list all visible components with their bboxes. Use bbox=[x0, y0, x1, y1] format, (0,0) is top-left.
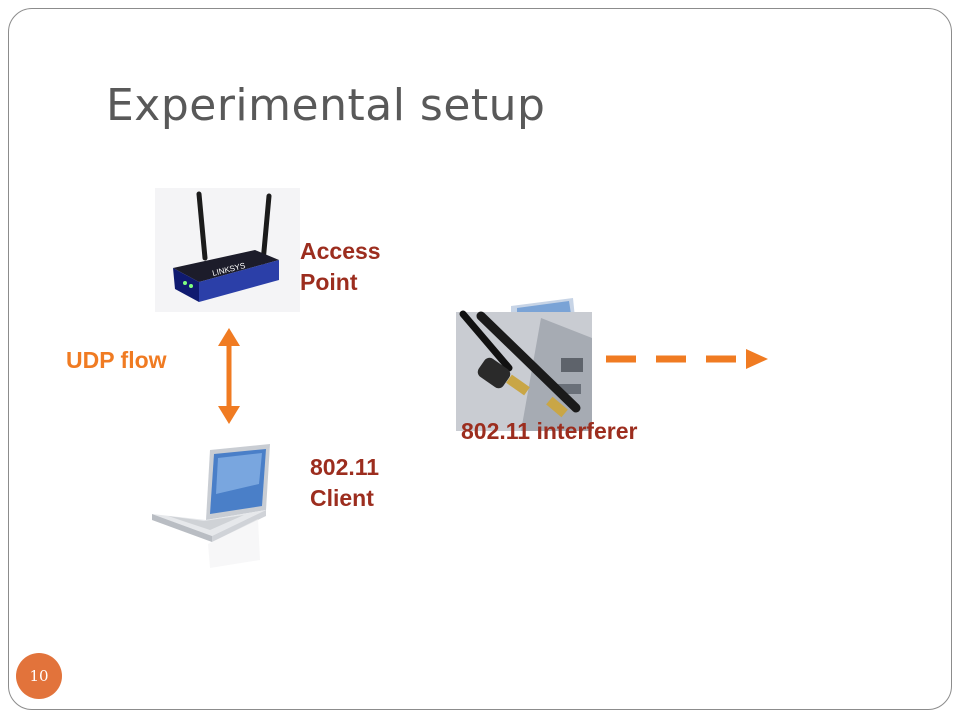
page-number-badge: 10 bbox=[16, 653, 62, 699]
client-laptop-image bbox=[152, 444, 270, 568]
interference-dashed-arrow bbox=[606, 349, 768, 369]
client-label: 802.11 Client bbox=[310, 452, 379, 514]
slide-title: Experimental setup bbox=[106, 80, 546, 131]
udp-flow-arrow bbox=[218, 328, 240, 424]
interferer-image bbox=[456, 298, 592, 431]
client-label-line2: Client bbox=[310, 485, 374, 511]
access-point-label-line2: Point bbox=[300, 269, 358, 295]
access-point-label: Access Point bbox=[300, 236, 381, 298]
client-label-line1: 802.11 bbox=[310, 454, 380, 480]
interferer-label: 802.11 interferer bbox=[461, 418, 638, 444]
udp-flow-label: UDP flow bbox=[66, 347, 167, 373]
access-point-label-line1: Access bbox=[300, 238, 381, 264]
router-image: LINKSYS bbox=[155, 188, 300, 312]
